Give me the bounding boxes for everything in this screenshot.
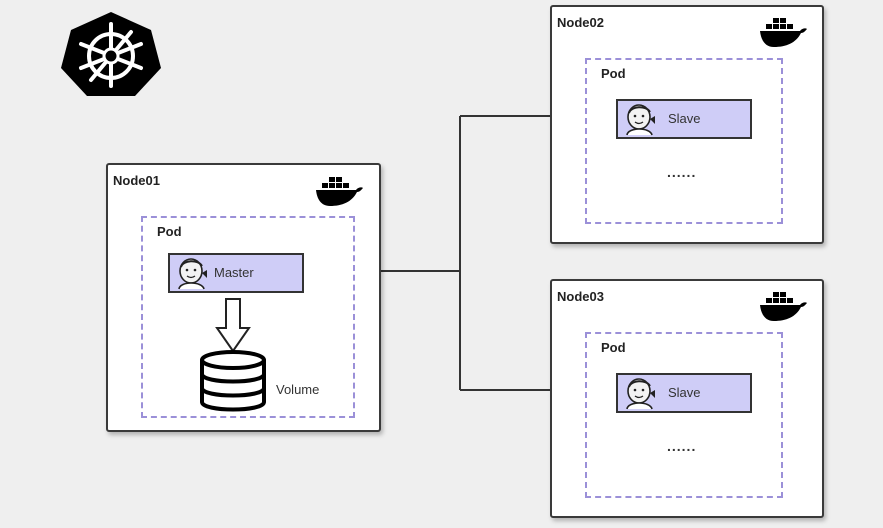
volume-label: Volume	[276, 382, 320, 397]
docker-whale-icon	[316, 177, 363, 206]
node02-more-ellipsis: ......	[667, 164, 697, 180]
master-label: Master	[214, 265, 254, 280]
jenkins-butler-icon	[178, 258, 207, 290]
node02-pod: Pod Slave ......	[585, 58, 783, 224]
kubernetes-logo-icon	[61, 12, 161, 96]
node03-slave-label: Slave	[668, 385, 701, 400]
database-cylinder-icon	[200, 350, 266, 412]
node03-pod-title: Pod	[601, 340, 626, 355]
node01-pod-title: Pod	[157, 224, 182, 239]
node03-title: Node03	[557, 289, 604, 304]
node02-pod-title: Pod	[601, 66, 626, 81]
node03-slave-agent: Slave	[616, 373, 752, 413]
node01-title: Node01	[113, 173, 160, 188]
node02-title: Node02	[557, 15, 604, 30]
docker-whale-icon	[760, 292, 807, 321]
node01-box: Node01 Pod Master	[106, 163, 381, 432]
node01-pod: Pod Master Volume	[141, 216, 355, 418]
node02-box: Node02 Pod Slave ......	[550, 5, 824, 244]
jenkins-butler-icon	[626, 104, 655, 136]
node03-pod: Pod Slave ......	[585, 332, 783, 498]
jenkins-butler-icon	[626, 378, 655, 410]
node02-slave-label: Slave	[668, 111, 701, 126]
down-arrow-icon	[215, 298, 251, 353]
node02-slave-agent: Slave	[616, 99, 752, 139]
node03-more-ellipsis: ......	[667, 438, 697, 454]
node03-box: Node03 Pod Slave ......	[550, 279, 824, 518]
docker-whale-icon	[760, 18, 807, 47]
master-agent: Master	[168, 253, 304, 293]
